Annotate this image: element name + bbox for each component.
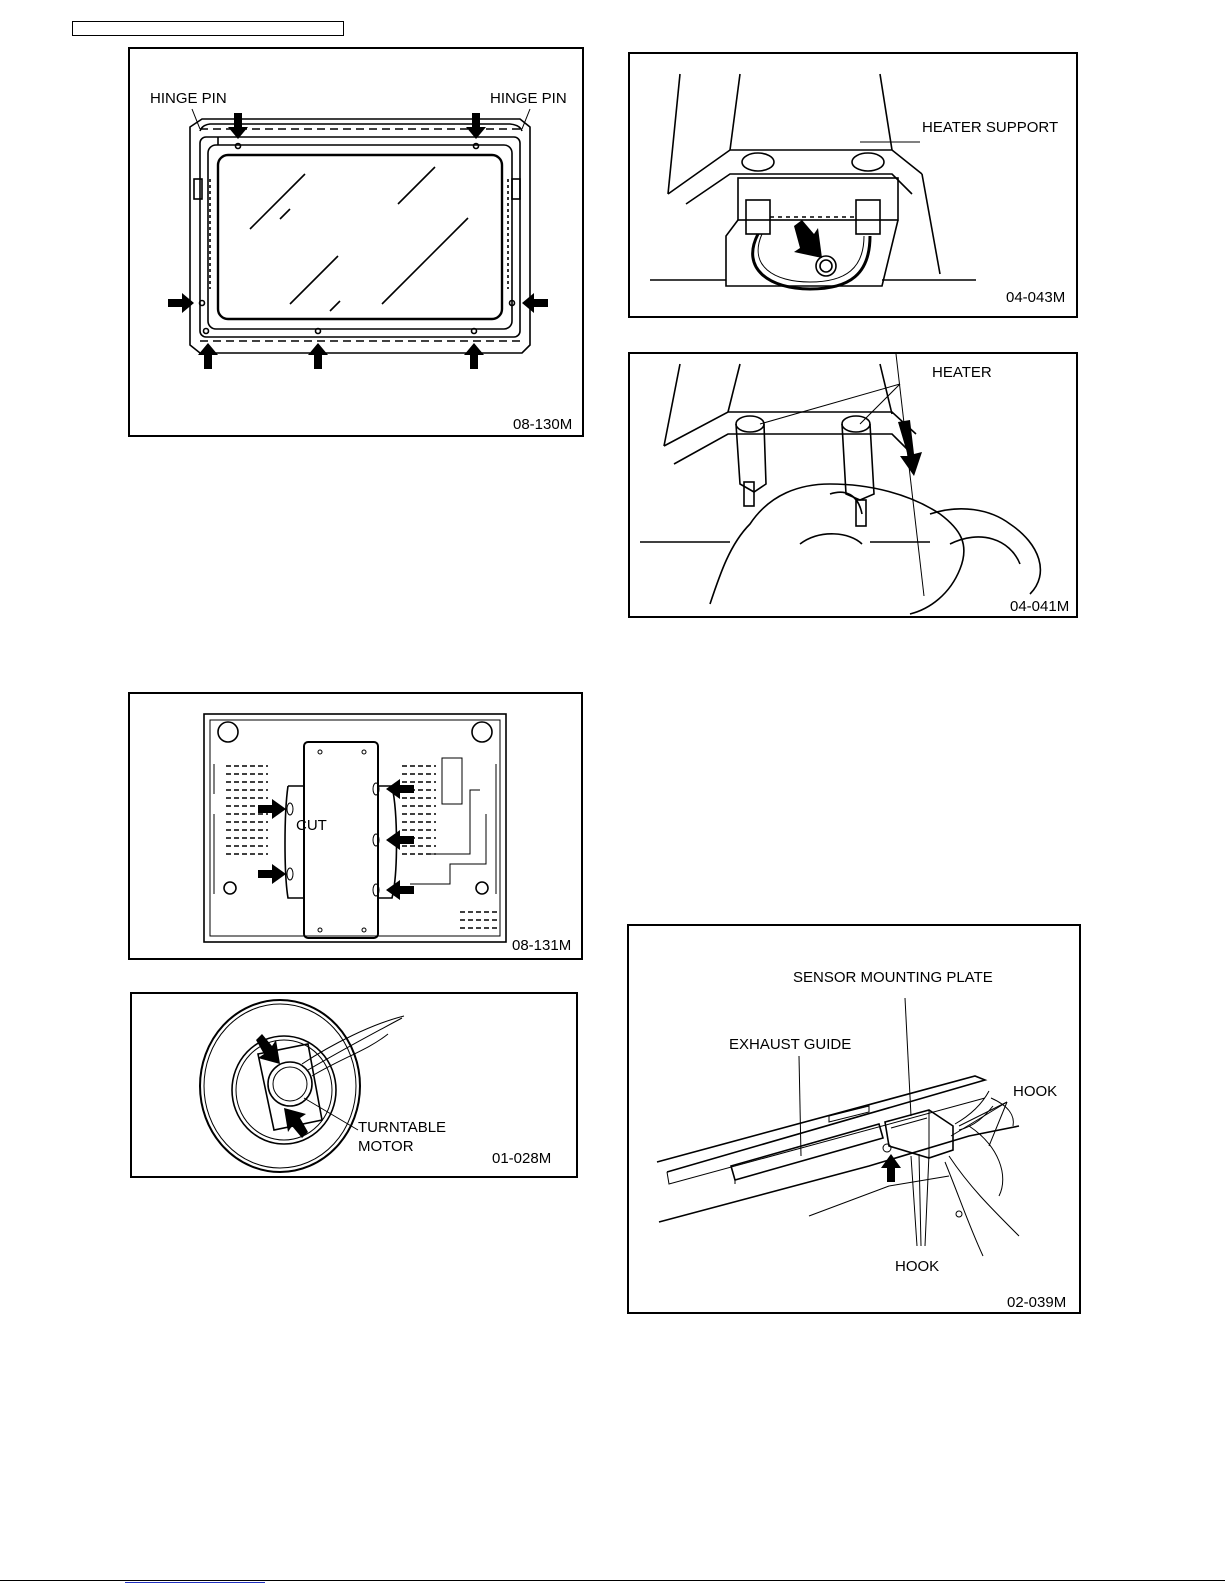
figure-turntable: TURNTABLE MOTOR 01-028M bbox=[130, 992, 578, 1178]
figure-code: 02-039M bbox=[1007, 1295, 1066, 1311]
figure-heater-support: HEATER SUPPORT 04-043M bbox=[628, 52, 1078, 318]
figure-code: 01-028M bbox=[492, 1151, 551, 1167]
heater-support-label: HEATER SUPPORT bbox=[922, 120, 1058, 136]
turntable-illustration bbox=[132, 994, 576, 1176]
base-cut-illustration bbox=[130, 694, 581, 958]
page-header-box bbox=[72, 21, 344, 36]
arrow-icon bbox=[168, 113, 548, 369]
arrow-icon bbox=[794, 220, 822, 258]
figure-base-cut: CUT 08-131M bbox=[128, 692, 583, 960]
heater-label: HEATER bbox=[932, 365, 992, 381]
sensor-mounting-plate-label: SENSOR MOUNTING PLATE bbox=[793, 970, 993, 986]
figure-code: 08-131M bbox=[512, 938, 571, 954]
figure-heater: HEATER 04-041M bbox=[628, 352, 1078, 618]
cut-label: CUT bbox=[296, 818, 327, 834]
exhaust-guide-label: EXHAUST GUIDE bbox=[729, 1037, 851, 1053]
figure-code: 04-041M bbox=[1010, 599, 1069, 615]
figure-code: 04-043M bbox=[1006, 290, 1065, 306]
hinge-pin-label-right: HINGE PIN bbox=[490, 91, 567, 107]
heater-support-illustration bbox=[630, 54, 1076, 316]
hook-label-bottom: HOOK bbox=[895, 1259, 939, 1275]
figure-code: 08-130M bbox=[513, 417, 572, 433]
arrow-icon bbox=[898, 420, 922, 476]
page-bottom-rule bbox=[0, 1580, 1225, 1581]
heater-illustration bbox=[630, 354, 1076, 616]
figure-door: HINGE PIN HINGE PIN 08-130M bbox=[128, 47, 584, 437]
figure-sensor: SENSOR MOUNTING PLATE EXHAUST GUIDE HOOK… bbox=[627, 924, 1081, 1314]
hook-label-top: HOOK bbox=[1013, 1084, 1057, 1100]
arrow-icon bbox=[258, 779, 414, 900]
arrow-icon bbox=[881, 1154, 901, 1182]
turntable-label-line1: TURNTABLE bbox=[358, 1120, 446, 1136]
footer-link-underline bbox=[125, 1582, 265, 1583]
hinge-pin-label-left: HINGE PIN bbox=[150, 91, 227, 107]
turntable-label-line2: MOTOR bbox=[358, 1139, 414, 1155]
